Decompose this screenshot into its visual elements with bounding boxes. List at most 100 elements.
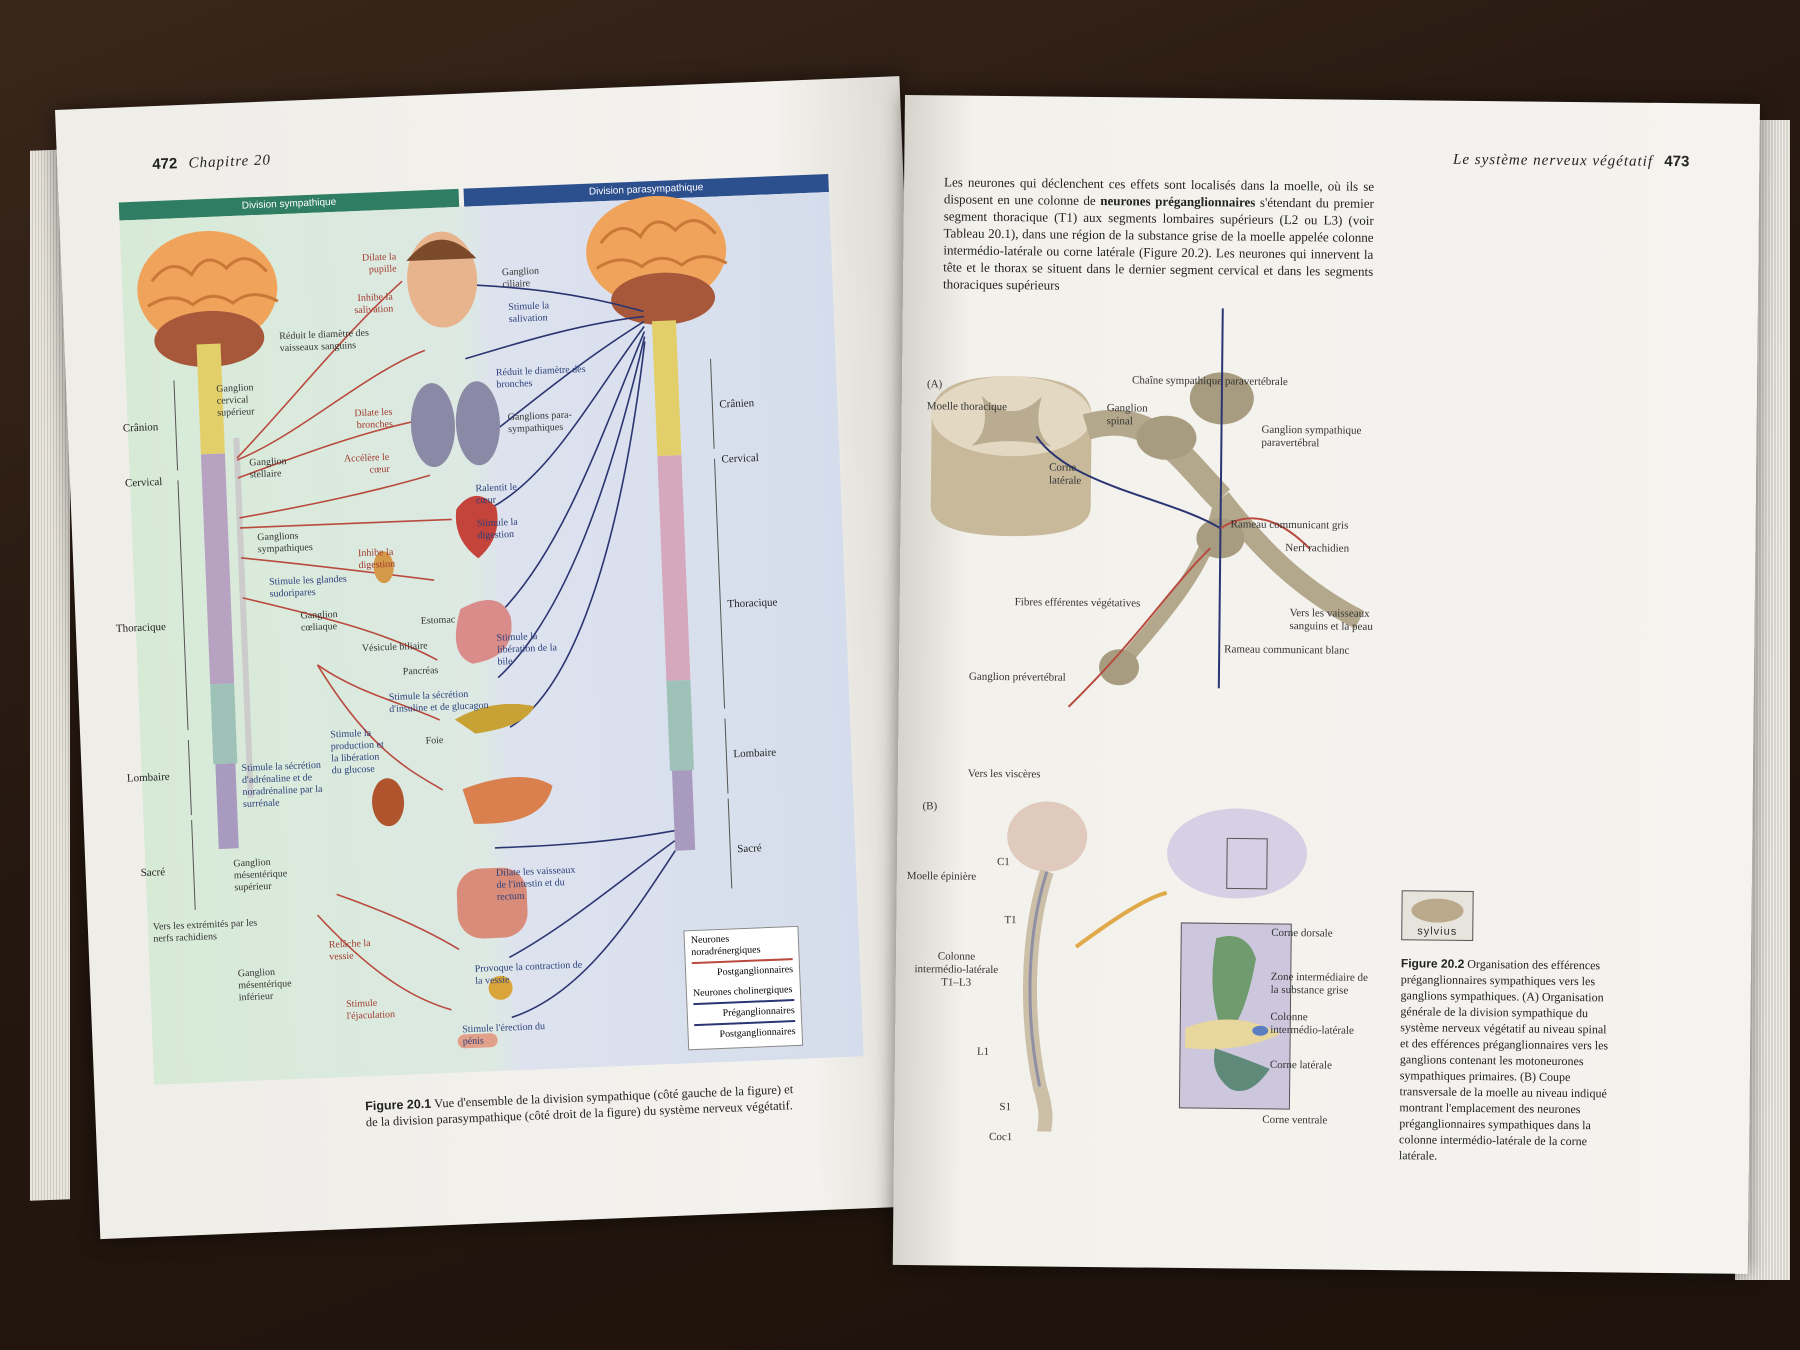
legend-red-line bbox=[692, 958, 793, 964]
legend-cho-title: Neurones cholinergiques bbox=[693, 984, 794, 1000]
region-cervical-right: Cervical bbox=[721, 452, 759, 465]
cord-cross-section-small bbox=[1167, 808, 1308, 899]
label-stimule-digestion: Stimule la digestion bbox=[477, 516, 538, 542]
left-page: 472 Chapitre 20 Division sympathique Div… bbox=[55, 76, 945, 1239]
label-nerf-rachidien: Nerf rachidien bbox=[1285, 542, 1349, 556]
figure-20-2-caption: Figure 20.2 Organisation des efférences … bbox=[1399, 955, 1616, 1165]
label-reduit-bronches: Réduit le diamètre des bronches bbox=[496, 364, 587, 392]
brain-logo-icon bbox=[1407, 894, 1467, 923]
label-colonne: Colonne intermédio-latérale T1–L3 bbox=[914, 950, 999, 990]
label-zone-inter: Zone intermédiaire de la substance grise bbox=[1271, 971, 1371, 998]
sylvius-logo-text: sylvius bbox=[1402, 925, 1472, 938]
label-corne-laterale-a: Corne latérale bbox=[1049, 462, 1089, 488]
label-ganglion-mes-sup: Ganglion mésentérique supérieur bbox=[233, 856, 304, 895]
region-cervical-left: Cervical bbox=[125, 476, 163, 489]
figure-20-1-caption: Figure 20.1 Vue d'ensemble de la divisio… bbox=[365, 1081, 806, 1131]
figure-20-1-label: Figure 20.1 bbox=[365, 1097, 432, 1114]
lungs-icon bbox=[409, 380, 501, 468]
region-brackets-left bbox=[174, 380, 195, 910]
legend-nor-title: Neurones noradrénergiques bbox=[691, 931, 793, 959]
legend-nor-post: Postganglionnaires bbox=[692, 964, 793, 980]
label-dilate-pupille: Dilate la pupille bbox=[336, 251, 397, 277]
label-inhibe-salivation: Inhibe la salivation bbox=[333, 292, 394, 318]
label-reduit-vaisseaux: Réduit le diamètre des vaisseaux sanguin… bbox=[279, 327, 375, 355]
region-thoracique-right: Thoracique bbox=[727, 596, 778, 610]
postganglionic-to-viscera bbox=[1069, 547, 1211, 708]
liver-icon bbox=[462, 776, 554, 825]
region-brackets-right bbox=[711, 359, 732, 889]
panel-a-label: (A) bbox=[927, 378, 942, 391]
region-cranien-left: Crânion bbox=[123, 421, 159, 434]
arrow-to-section bbox=[1076, 892, 1167, 948]
body-paragraph: Les neurones qui déclenchent ces effets … bbox=[943, 173, 1374, 296]
label-stimule-glandes: Stimule les glandes sudoripares bbox=[269, 573, 360, 601]
label-provoque-vessie: Provoque la contraction de la vessie bbox=[475, 959, 586, 987]
label-stimule-ejaculation: Stimule l'éjaculation bbox=[346, 997, 407, 1023]
left-running-head: 472 Chapitre 20 bbox=[152, 151, 271, 174]
label-rameau-gris: Rameau communicant gris bbox=[1230, 518, 1348, 532]
figure-legend: Neurones noradrénergiques Postganglionna… bbox=[683, 926, 803, 1051]
label-t1: T1 bbox=[1004, 914, 1016, 927]
label-ganglion-prev: Ganglion prévertébral bbox=[969, 671, 1066, 685]
label-dilate-bronches: Dilate les bronches bbox=[337, 407, 393, 433]
label-dilate-intestin: Dilate les vaisseaux de l'intestin et du… bbox=[496, 864, 587, 904]
region-lombaire-left: Lombaire bbox=[127, 771, 170, 785]
label-moelle-epiniere: Moelle épinière bbox=[907, 870, 976, 884]
right-page: Le système nerveux végétatif 473 Les neu… bbox=[893, 95, 1760, 1274]
label-ganglion-spinal: Ganglion spinal bbox=[1107, 402, 1157, 429]
label-fibres: Fibres efférentes végétatives bbox=[1015, 596, 1141, 610]
kidney-icon bbox=[371, 778, 405, 827]
label-accelere-coeur: Accélère le cœur bbox=[329, 452, 390, 478]
figure-20-1: Division sympathique Division parasympat… bbox=[119, 174, 864, 1087]
label-ganglion-ciliaire: Ganglion ciliaire bbox=[502, 265, 563, 291]
label-stimule-adrenaline: Stimule la sécrétion d'adrénaline et de … bbox=[241, 760, 323, 811]
label-stimule-glucose: Stimule la production et la libération d… bbox=[330, 727, 392, 777]
figure-20-2-a-illustration bbox=[918, 285, 1443, 770]
region-lombaire-right: Lombaire bbox=[733, 747, 776, 761]
label-ralentit-coeur: Ralentit le cœur bbox=[475, 481, 526, 507]
label-ganglions-sympathiques: Ganglions sympathiques bbox=[257, 529, 338, 556]
label-vers-vaisseaux: Vers les vaisseaux sanguins et la peau bbox=[1289, 607, 1379, 634]
region-cranien-right: Crânien bbox=[719, 397, 754, 410]
legend-blue-line-post bbox=[694, 1020, 795, 1026]
region-sacre-right: Sacré bbox=[737, 842, 762, 855]
sylvius-logo: sylvius bbox=[1401, 890, 1474, 941]
label-corne-ventrale: Corne ventrale bbox=[1262, 1114, 1327, 1128]
label-stimule-insuline: Stimule la sécrétion d'insuline et de gl… bbox=[389, 687, 510, 716]
left-page-number: 472 bbox=[152, 155, 178, 173]
right-page-number: 473 bbox=[1664, 153, 1689, 170]
label-chaine: Chaîne sympathique paravertébrale bbox=[1132, 374, 1288, 389]
label-coc1: Coc1 bbox=[989, 1131, 1012, 1144]
label-estomac: Estomac bbox=[421, 614, 456, 627]
paragraph-part-2: s'étendant du premier segment thoracique… bbox=[943, 195, 1374, 293]
running-title: Le système nerveux végétatif bbox=[1453, 152, 1653, 170]
label-inhibe-digestion: Inhibe la digestion bbox=[358, 546, 419, 572]
panel-b-label: (B) bbox=[922, 800, 937, 813]
right-brain-icon bbox=[584, 193, 729, 328]
label-ganglions-para: Ganglions para-sympathiques bbox=[507, 409, 583, 436]
figure-20-2-text: Organisation des efférences préganglionn… bbox=[1399, 957, 1608, 1163]
label-vers-extremites: Vers les extrémités par les nerfs rachid… bbox=[153, 917, 264, 945]
right-running-head: Le système nerveux végétatif 473 bbox=[1453, 151, 1689, 171]
chapter-title: Chapitre 20 bbox=[188, 152, 271, 171]
figure-20-2-label: Figure 20.2 bbox=[1401, 956, 1465, 971]
label-stimule-bile: Stimule la libération de la bile bbox=[496, 630, 557, 668]
label-ganglion-mes-inf: Ganglion mésentérique inférieur bbox=[238, 966, 309, 1005]
label-ganglion-stellaire: Ganglion stellaire bbox=[249, 455, 310, 481]
region-sacre-left: Sacré bbox=[140, 866, 165, 879]
label-foie: Foie bbox=[425, 735, 443, 748]
head-icon bbox=[405, 230, 479, 329]
rachidian-nerve bbox=[1220, 498, 1361, 619]
label-corne-laterale-b: Corne latérale bbox=[1270, 1059, 1332, 1073]
paragraph-bold-term: neurones préganglionnaires bbox=[1100, 193, 1255, 210]
region-thoracique-left: Thoracique bbox=[116, 621, 167, 635]
label-c1: C1 bbox=[997, 856, 1010, 869]
head-profile-icon bbox=[1007, 801, 1088, 872]
label-relache-vessie: Relâche la vessie bbox=[329, 938, 380, 964]
right-spinal-cord bbox=[652, 320, 697, 851]
label-ganglion-cervical: Ganglion cervical supérieur bbox=[216, 381, 277, 419]
sympathetic-chain bbox=[236, 438, 250, 798]
legend-cho-post: Postganglionnaires bbox=[694, 1026, 795, 1042]
label-moelle-thoracique: Moelle thoracique bbox=[927, 400, 1007, 414]
label-stimule-erection: Stimule l'érection du pénis bbox=[462, 1021, 553, 1049]
